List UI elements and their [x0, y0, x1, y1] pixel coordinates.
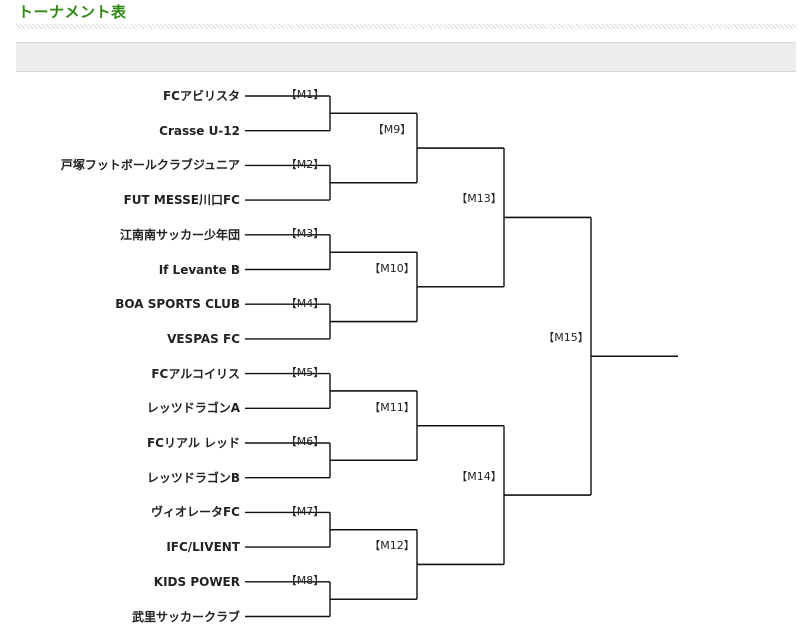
match-label: 【M9】: [372, 123, 412, 137]
page-title: トーナメント表: [18, 3, 127, 21]
match-label: 【M4】: [285, 296, 325, 310]
match-label: 【M2】: [285, 157, 325, 171]
match-label: 【M14】: [456, 470, 502, 484]
match-label: 【M11】: [369, 400, 415, 414]
team-name: Crasse U-12: [159, 123, 240, 138]
team-name: FCアルコイリス: [151, 366, 240, 381]
team-name: If Levante B: [158, 262, 240, 277]
match-label: 【M12】: [369, 539, 415, 553]
match-label: 【M7】: [285, 504, 325, 518]
team-name: FCアビリスタ: [162, 89, 240, 103]
match-label: 【M15】: [543, 331, 589, 345]
match-label: 【M6】: [285, 435, 325, 449]
team-name: BOA SPORTS CLUB: [115, 297, 240, 312]
team-name: 江南南サッカー少年団: [119, 227, 240, 242]
team-name: IFC/LIVENT: [166, 540, 240, 555]
team-name: 武里サッカークラブ: [131, 609, 240, 624]
team-name: FCリアル レッド: [146, 436, 240, 450]
title-divider: [16, 24, 796, 29]
team-name: ヴィオレータFC: [150, 505, 240, 520]
header-band: [16, 42, 796, 72]
match-label: 【M5】: [285, 365, 325, 379]
team-name: FUT MESSE川口FC: [123, 193, 240, 208]
match-label: 【M8】: [285, 574, 325, 588]
team-name: VESPAS FC: [167, 331, 240, 346]
team-name: 戸塚フットボールクラブジュニア: [60, 158, 240, 173]
team-name: KIDS POWER: [153, 574, 240, 589]
match-label: 【M1】: [285, 88, 325, 102]
match-label: 【M13】: [456, 192, 502, 206]
match-label: 【M3】: [285, 227, 325, 241]
team-name: レッツドラゴンB: [146, 470, 240, 485]
match-label: 【M10】: [369, 261, 415, 275]
team-name: レッツドラゴンA: [146, 401, 240, 416]
